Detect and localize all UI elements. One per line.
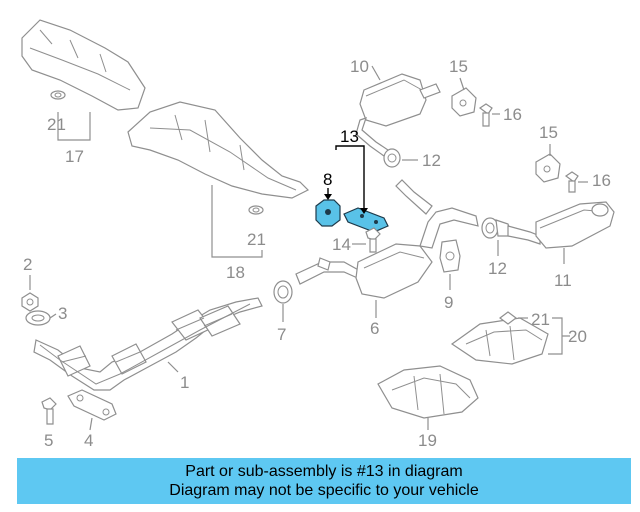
leader-17 xyxy=(57,112,91,141)
leader-1 xyxy=(167,361,179,373)
part-9-hanger xyxy=(439,239,461,273)
callout-4[interactable]: 4 xyxy=(84,431,93,450)
part-21-grommet-b xyxy=(248,205,264,215)
leader-4 xyxy=(89,417,93,431)
part-16-bolt-lower xyxy=(564,171,579,193)
part-17-heat-shield xyxy=(21,19,146,111)
leader-15-a xyxy=(459,77,465,91)
part-15-bracket-upper xyxy=(451,87,477,117)
part-8-insulator[interactable] xyxy=(315,199,341,227)
callout-8[interactable]: 8 xyxy=(323,170,332,189)
part-4-bracket xyxy=(67,389,117,421)
part-2-nut xyxy=(21,292,39,312)
callout-11[interactable]: 11 xyxy=(554,271,572,290)
callout-21-b[interactable]: 21 xyxy=(247,230,266,249)
part-5-bolt xyxy=(41,397,57,425)
callout-17[interactable]: 17 xyxy=(65,147,84,166)
part-18-heat-shield xyxy=(127,101,310,199)
callout-7[interactable]: 7 xyxy=(277,325,286,344)
part-20-heat-shield xyxy=(450,317,549,365)
callout-20[interactable]: 20 xyxy=(568,327,587,346)
callout-15-b[interactable]: 15 xyxy=(539,123,558,142)
part-info-banner: Part or sub-assembly is #13 in diagram D… xyxy=(17,458,631,504)
part-12-gasket-upper xyxy=(383,148,401,168)
part-1-front-pipe xyxy=(33,297,263,391)
callout-21-c[interactable]: 21 xyxy=(531,310,550,329)
part-19-under-shield xyxy=(377,365,479,419)
part-13-bracket[interactable] xyxy=(343,207,389,233)
callout-3[interactable]: 3 xyxy=(58,304,67,323)
callout-12-b[interactable]: 12 xyxy=(488,259,507,278)
part-16-bolt-upper xyxy=(478,103,493,127)
part-15-bracket-lower xyxy=(535,153,561,183)
part-3-gasket xyxy=(25,310,51,326)
callout-12-a[interactable]: 12 xyxy=(422,151,441,170)
leader-3 xyxy=(49,313,57,319)
part-14-bolt xyxy=(365,227,381,253)
callout-13[interactable]: 13 xyxy=(340,127,359,146)
callout-16-b[interactable]: 16 xyxy=(592,171,611,190)
callout-2[interactable]: 2 xyxy=(23,255,32,274)
callout-19[interactable]: 19 xyxy=(418,431,437,450)
callout-21-a[interactable]: 21 xyxy=(47,115,66,134)
part-10-muffler xyxy=(355,73,441,157)
callout-14[interactable]: 14 xyxy=(332,235,351,254)
leader-20 xyxy=(548,317,570,355)
leader-13 xyxy=(335,145,365,212)
part-11-rear-muffler xyxy=(507,201,615,249)
callout-16-a[interactable]: 16 xyxy=(503,105,522,124)
callout-10[interactable]: 10 xyxy=(350,57,369,76)
banner-line-1: Part or sub-assembly is #13 in diagram xyxy=(185,463,463,480)
part-6-center-pipe xyxy=(295,179,479,299)
callout-15-a[interactable]: 15 xyxy=(449,57,468,76)
callout-9[interactable]: 9 xyxy=(444,293,453,312)
callout-18[interactable]: 18 xyxy=(226,263,245,282)
callout-1[interactable]: 1 xyxy=(180,373,189,392)
callout-6[interactable]: 6 xyxy=(370,319,379,338)
part-21-grommet-a xyxy=(50,90,66,100)
leader-18 xyxy=(211,185,263,258)
part-21-clip-c xyxy=(499,311,517,325)
part-7-gasket xyxy=(273,280,293,304)
callout-5[interactable]: 5 xyxy=(44,431,53,450)
banner-line-2: Diagram may not be specific to your vehi… xyxy=(169,482,479,499)
leader-10 xyxy=(371,65,381,81)
